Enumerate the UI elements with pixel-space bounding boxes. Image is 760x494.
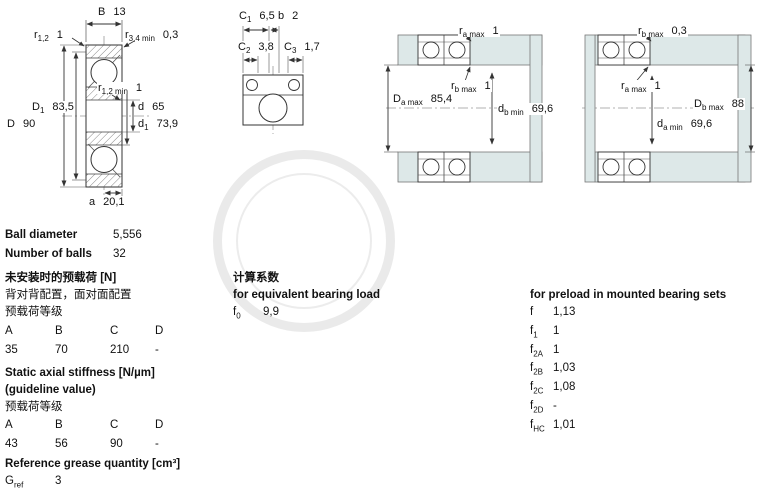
preload-value-b: 70 [55,344,68,356]
stiffness-header-b: B [55,419,63,431]
ball-circle [258,93,288,123]
preload-value-d: - [155,344,159,356]
factor-f2b-symbol: f2B [530,362,543,377]
factor-f2a-value: 1 [553,344,560,356]
factor-f-symbol: f [530,306,534,318]
mounted-pair-housing-diagram [384,33,554,183]
preload-section-title: 未安装时的预载荷 [N] [5,272,117,284]
preload-header-d: D [155,325,164,337]
preload-value-c: 210 [110,344,130,356]
factor-f2d-value: - [553,400,557,412]
equivalent-load-title: for equivalent bearing load [233,289,380,301]
preload-header-b: B [55,325,63,337]
ball-diameter-label: Ball diameter [5,229,78,241]
f0-symbol: f0 [233,306,241,321]
mounted-pair-shaft-diagram [582,33,756,183]
ball-circle [90,146,118,173]
factor-f-value: 1,13 [553,306,576,318]
factor-f2c-symbol: f2C [530,381,544,396]
factor-f2c-value: 1,08 [553,381,576,393]
number-of-balls-label: Number of balls [5,248,92,260]
stiffness-header-a: A [5,419,13,431]
preload-value-a: 35 [5,344,18,356]
grease-value: 3 [55,475,62,487]
factor-fhc-symbol: fHC [530,419,545,434]
preload-header-a: A [5,325,13,337]
f0-value: 9,9 [263,306,279,318]
calc-factors-title: 计算系数 [233,272,279,284]
stiffness-value-b: 56 [55,438,68,450]
lubrication-hole [246,79,258,91]
number-of-balls-value: 32 [113,248,126,260]
factor-f2a-symbol: f2A [530,344,543,359]
stiffness-class-label: 预载荷等级 [5,401,63,413]
stiffness-section-title: Static axial stiffness [N/µm] [5,367,155,379]
lubrication-hole [288,79,300,91]
factor-fhc-value: 1,01 [553,419,576,431]
preload-section-subtitle: 背对背配置，面对面配置 [5,289,132,301]
preload-factors-title: for preload in mounted bearing sets [530,289,727,301]
factor-f1-value: 1 [553,325,560,337]
bearing-cross-section-diagram [60,20,152,200]
stiffness-header-c: C [110,419,119,431]
preload-class-label: 预载荷等级 [5,306,63,318]
factor-f1-symbol: f1 [530,325,538,340]
stiffness-value-d: - [155,438,159,450]
stiffness-value-c: 90 [110,438,123,450]
preload-header-c: C [110,325,119,337]
factor-f2b-value: 1,03 [553,362,576,374]
stiffness-value-a: 43 [5,438,18,450]
watermark [213,150,395,332]
factor-f2d-symbol: f2D [530,400,544,415]
grease-symbol: Gref [5,475,24,490]
bearing-profile-diagram [242,26,304,134]
stiffness-section-subtitle: (guideline value) [5,384,96,396]
grease-section-title: Reference grease quantity [cm³] [5,458,181,470]
ball-diameter-value: 5,556 [113,229,142,241]
stiffness-header-d: D [155,419,164,431]
